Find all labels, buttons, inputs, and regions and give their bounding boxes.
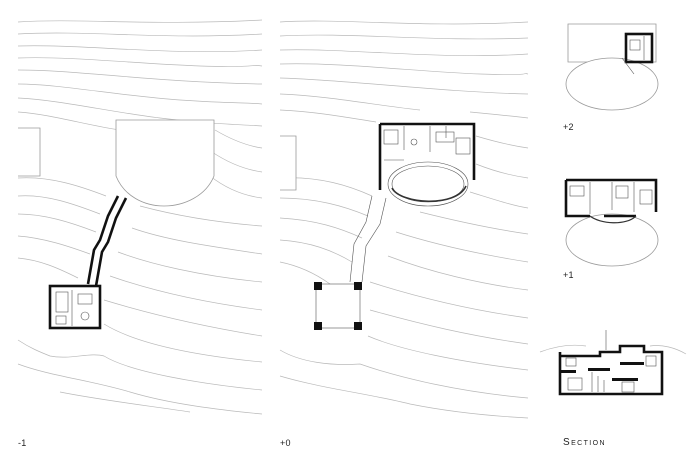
level-plus-1-walls [564,178,658,218]
entry-pavilion [314,282,362,330]
plan-level-0 [279,20,529,419]
plan-level-minus-1 [17,19,263,415]
ramp-path [349,195,387,283]
level-plus-2-room [624,32,654,64]
section-cut-walls [558,344,664,396]
terrain-contours [17,19,263,415]
section-label: Section [563,437,606,448]
plan-0-label: +0 [280,438,291,448]
ghost-terrace-edge [18,127,41,177]
building-section [539,330,687,396]
level-plus-1-interior [569,182,653,224]
plan-minus1-label: -1 [18,438,27,448]
level-plus2-label: +2 [563,122,574,132]
level-plus1-label: +1 [563,270,574,280]
ghost-upper-building-outline [115,119,215,207]
main-house-plan [378,122,476,207]
level-plus-1-plan [564,178,659,267]
lower-room-walls [48,284,102,330]
level-plus-2-plan [565,23,659,111]
tunnel-corridor [86,195,128,287]
terrain-contours [279,20,529,419]
ghost-terrace-edge [280,135,297,191]
lower-room-interior [55,290,93,326]
section-interior [560,355,657,393]
